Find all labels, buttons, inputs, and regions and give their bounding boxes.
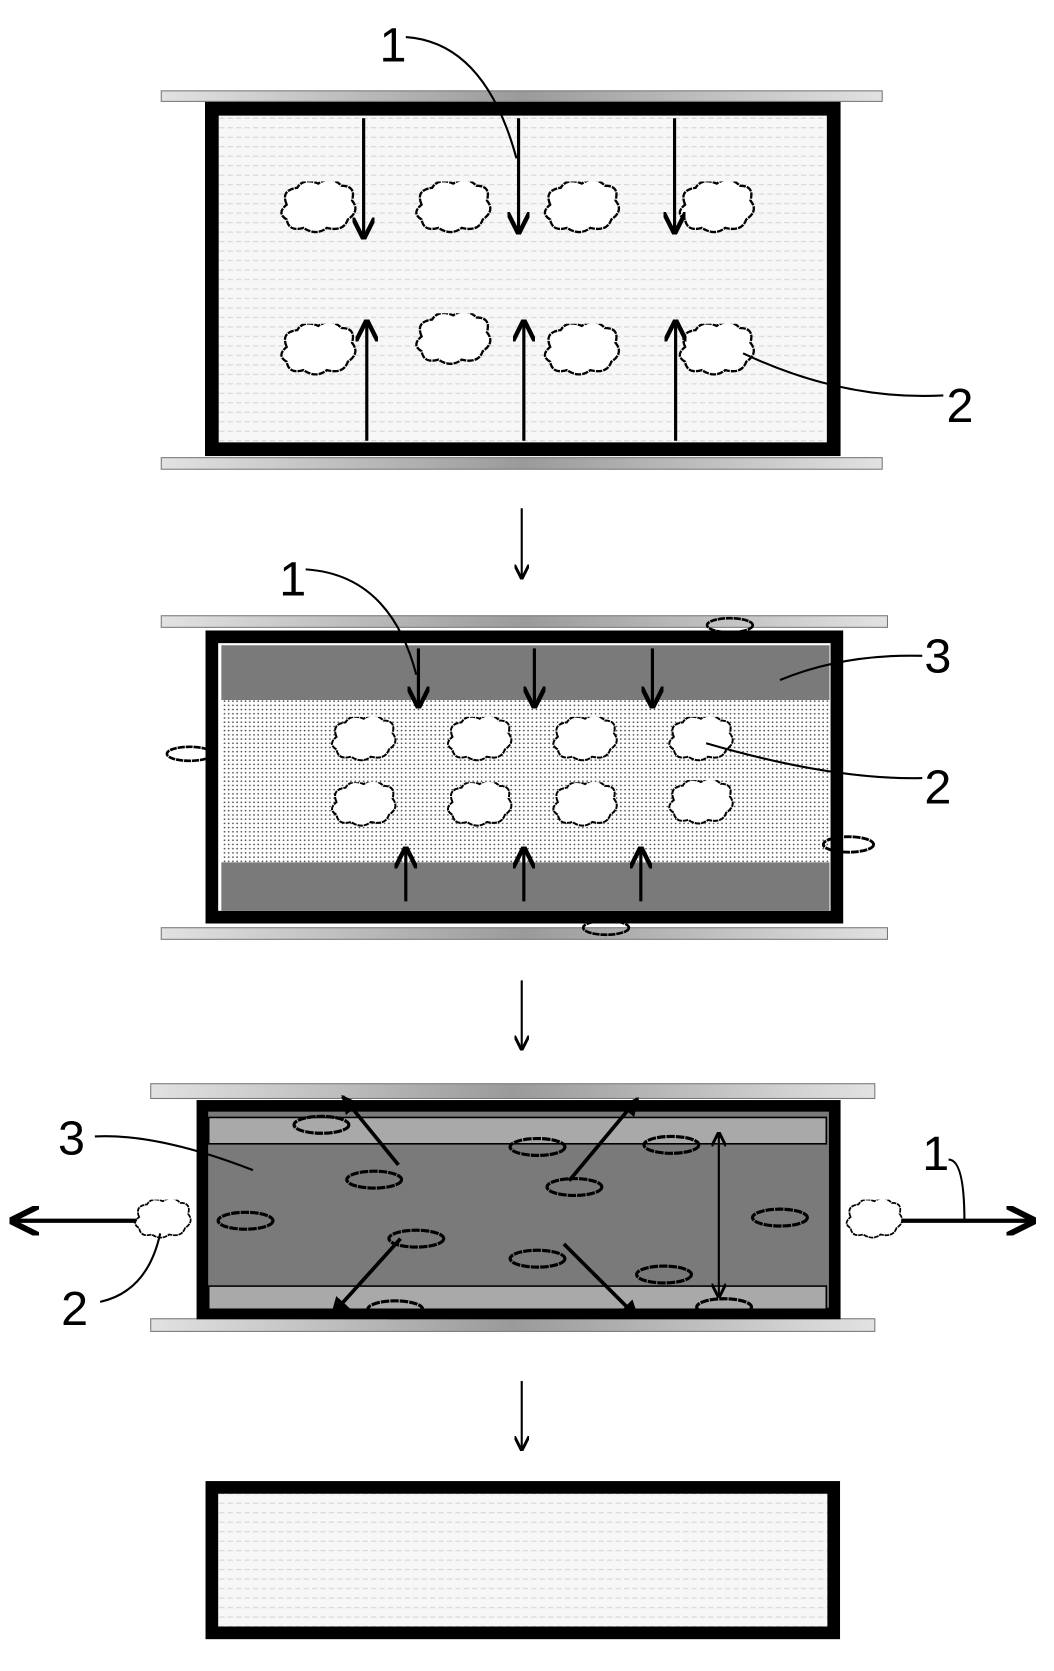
- top-plate: [161, 91, 882, 102]
- bottom-plate: [151, 1319, 875, 1332]
- stage-4-final-product: [212, 1487, 834, 1632]
- stage-3-lateral-expulsion: 3 2 1: [13, 1084, 1033, 1336]
- label-1: 1: [379, 18, 406, 72]
- label-2: 2: [946, 379, 973, 433]
- bottom-plate: [161, 928, 887, 940]
- final-product-block: [212, 1487, 834, 1632]
- label-2: 2: [924, 760, 951, 814]
- bottom-plate: [161, 458, 882, 470]
- layer-top: [221, 645, 829, 700]
- stage-1-pressing: 1 2: [161, 18, 973, 469]
- label-3: 3: [58, 1111, 85, 1165]
- top-plate: [151, 1084, 875, 1099]
- label-1: 1: [922, 1127, 949, 1181]
- label-2: 2: [61, 1282, 88, 1336]
- label-3: 3: [924, 630, 951, 684]
- mixed-zone: [221, 700, 829, 862]
- top-plate: [161, 616, 887, 628]
- stage-2-layer-formation: 1 3 2: [161, 553, 951, 940]
- label-1: 1: [279, 553, 306, 607]
